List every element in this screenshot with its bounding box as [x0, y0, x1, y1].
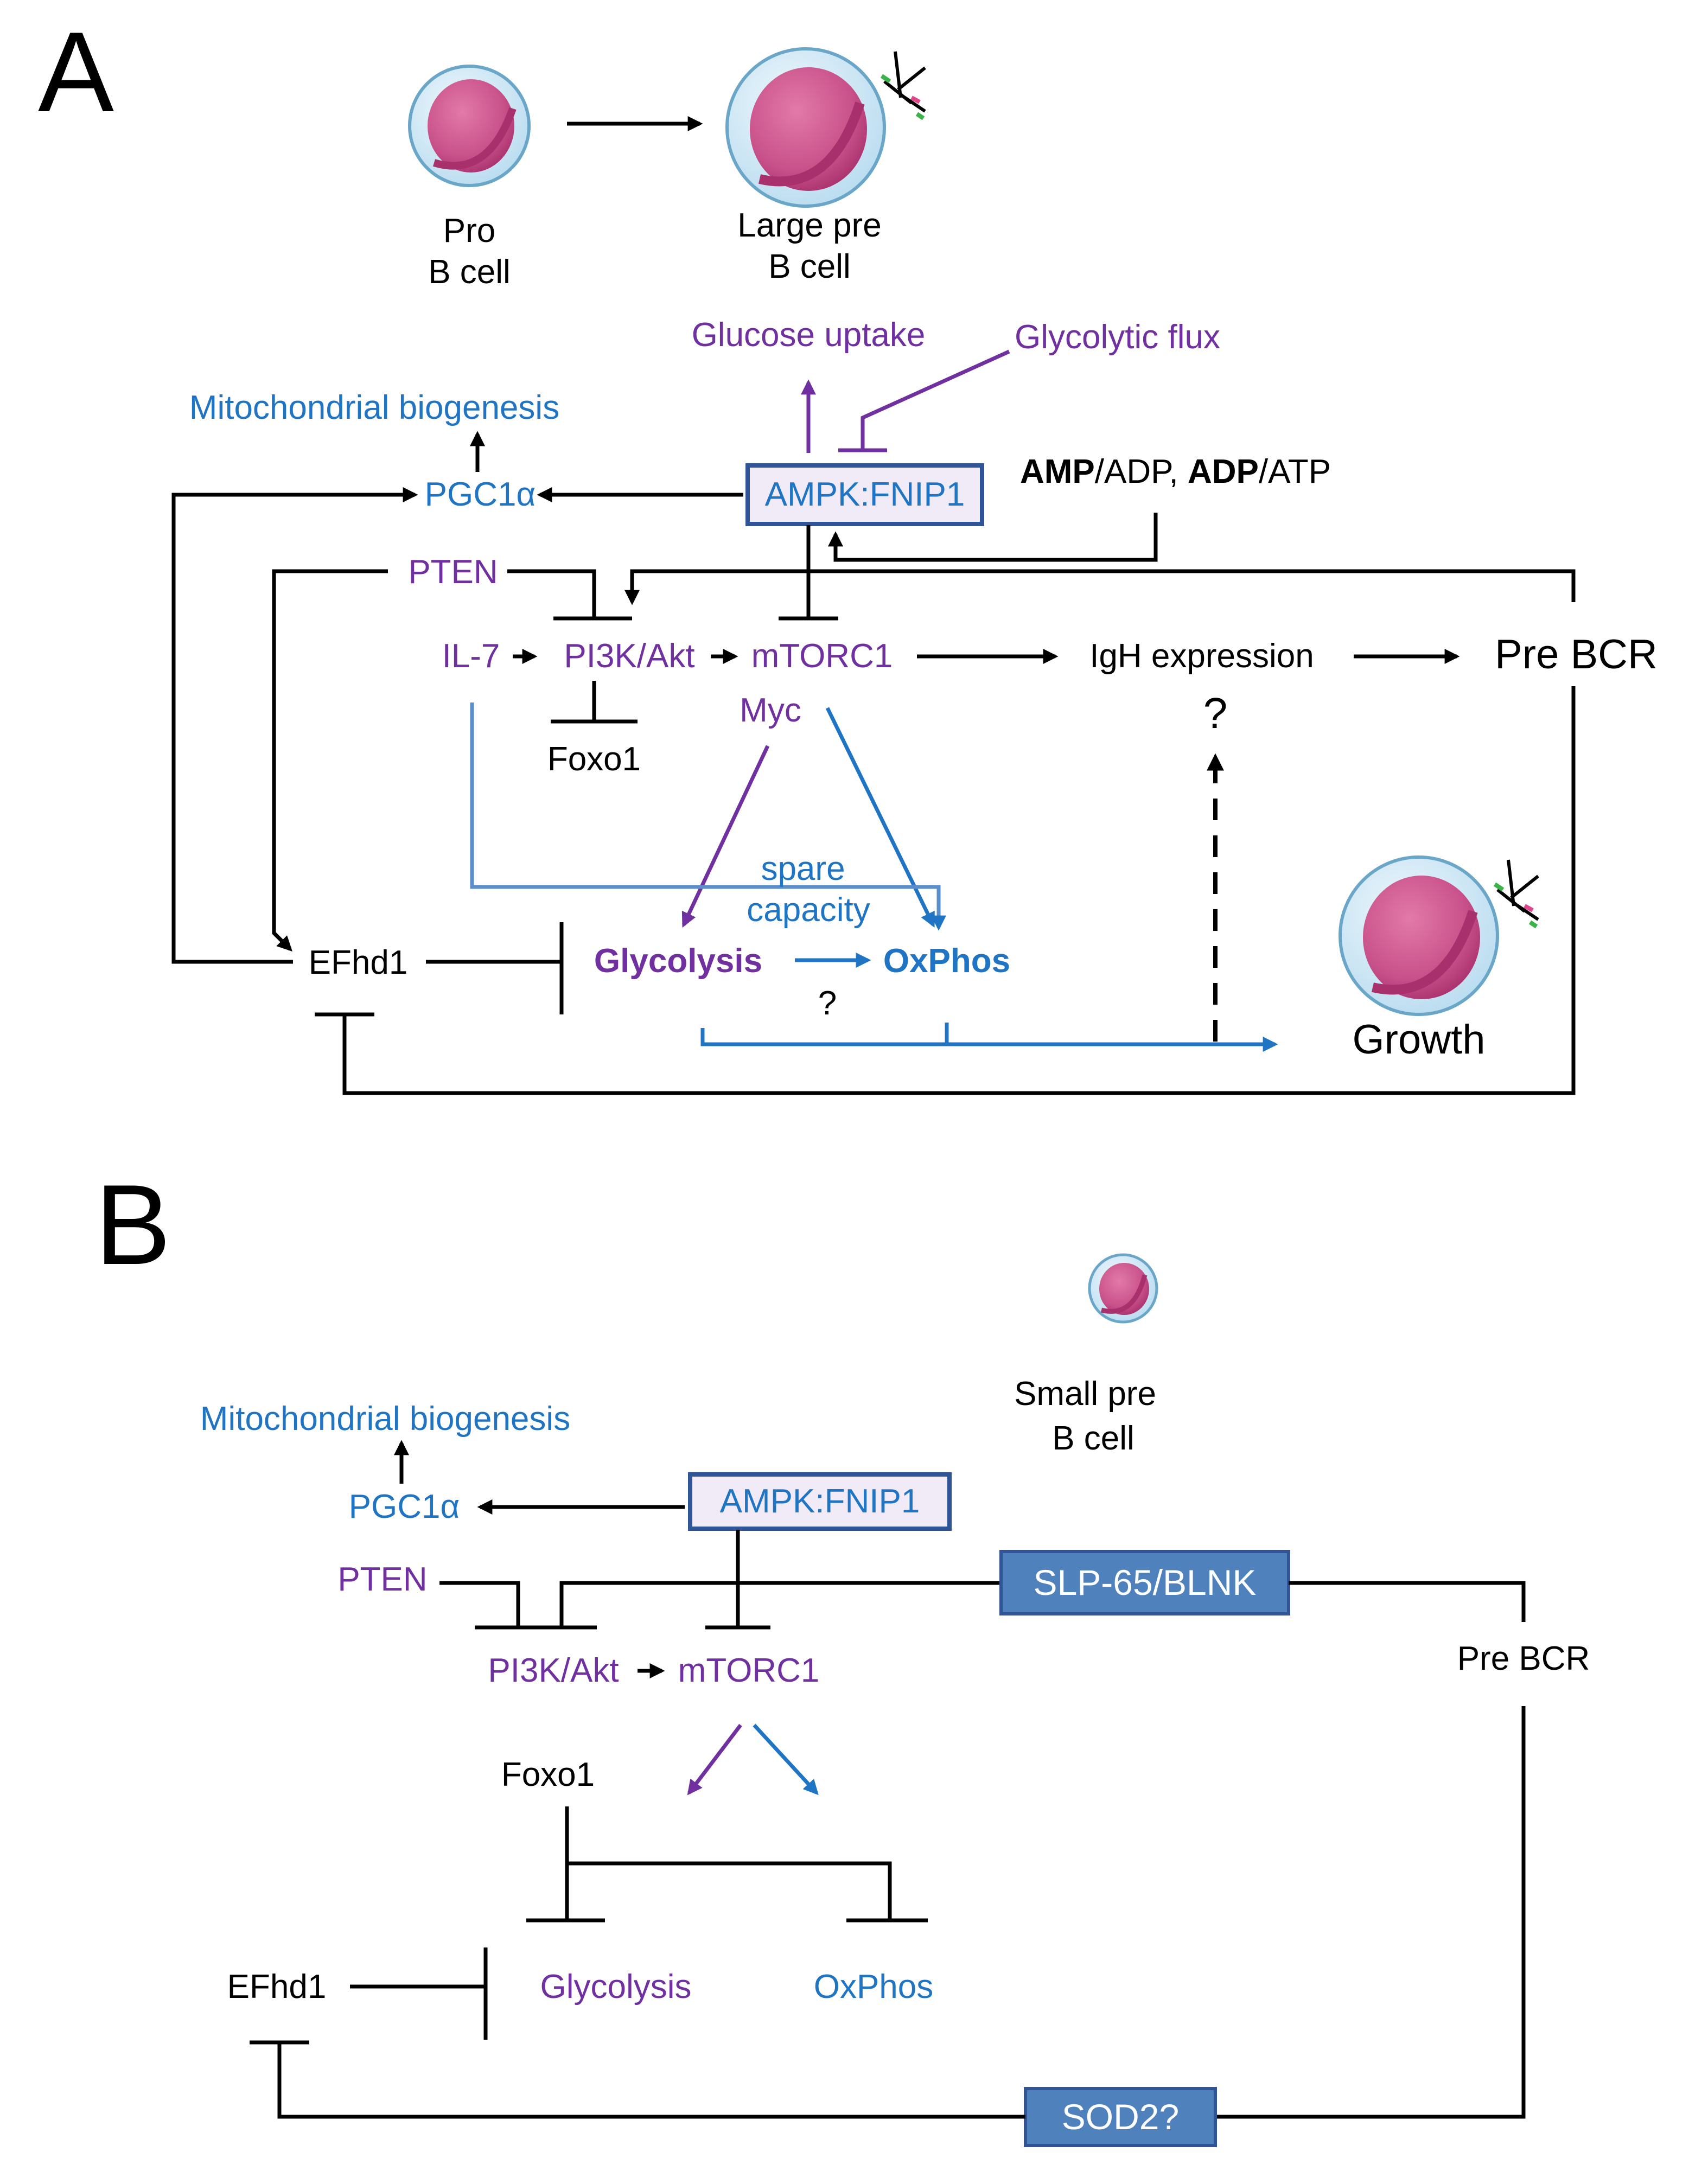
pre-bcr-inhibits-efhd1 — [342, 686, 1576, 1095]
pten-inhibits-pi3k — [507, 569, 596, 618]
pre-bcr-inhibits-efhd1 — [1215, 1706, 1526, 2119]
efhd1-label: EFhd1 — [309, 944, 408, 981]
panel-a-label: A — [38, 8, 114, 136]
large-pre-b-cell-label: Large pre — [737, 207, 881, 244]
metabolism-to-growth-arrow — [700, 1028, 1278, 1052]
glycolytic-flux-label: Glycolytic flux — [1015, 318, 1220, 356]
small-pre-b-cell-label: Small pre — [1014, 1375, 1156, 1413]
sod2-label: SOD2? — [1062, 2097, 1179, 2137]
il7-spare-capacity-arrow — [470, 703, 946, 931]
glucose-uptake-label: Glucose uptake — [692, 316, 926, 354]
pre-bcr-label: Pre BCR — [1457, 1640, 1590, 1677]
large-pre-b-cell-icon — [725, 47, 926, 208]
pten-label: PTEN — [337, 1561, 427, 1598]
mitochondrial-biogenesis-label: Mitochondrial biogenesis — [200, 1400, 570, 1438]
pre-bcr-to-slp65-line — [1289, 1581, 1526, 1622]
large-pre-b-cell-label: B cell — [768, 248, 851, 285]
mitochondrial-biogenesis-label: Mitochondrial biogenesis — [189, 389, 559, 426]
foxo1-label: Foxo1 — [501, 1756, 595, 1793]
pre-bcr-to-pi3k-arrow — [624, 569, 1576, 605]
glycolysis-label: Glycolysis — [594, 942, 762, 980]
amp-ratio-label: AMP/ADP, ADP/ATP — [1020, 453, 1331, 490]
slp65-blnk-box — [999, 1550, 1290, 1615]
sod2-inhibits-efhd1 — [277, 2042, 1025, 2119]
question-mark-igh: ? — [1203, 689, 1228, 737]
ampk-fnip1-label: AMPK:FNIP1 — [765, 476, 965, 513]
ampk-fnip1-label: AMPK:FNIP1 — [720, 1483, 920, 1520]
spare-capacity-label: capacity — [747, 891, 870, 929]
panel-b-label: B — [95, 1161, 171, 1288]
glycolysis-label: Glycolysis — [540, 1968, 691, 2006]
il7-label: IL-7 — [442, 637, 500, 675]
pten-label: PTEN — [408, 553, 498, 591]
pro-b-cell-icon — [408, 65, 531, 187]
spare-capacity-label: spare — [761, 850, 845, 887]
pgc1a-label: PGC1α — [425, 476, 536, 513]
pten-inhibits-pi3k — [439, 1581, 520, 1627]
myc-to-glycolysis-arrow — [681, 745, 770, 928]
oxphos-label: OxPhos — [814, 1968, 934, 2006]
sod2-box — [1024, 2087, 1217, 2147]
pi3k-akt-label: PI3K/Akt — [564, 637, 694, 675]
pi3k-akt-label: PI3K/Akt — [488, 1652, 619, 1689]
foxo1-inhibits-oxphos — [567, 1861, 892, 1920]
pro-b-cell-label: B cell — [428, 253, 511, 291]
mtorc1-label: mTORC1 — [678, 1652, 820, 1689]
myc-label: Myc — [740, 692, 801, 729]
igh-expression-label: IgH expression — [1089, 637, 1314, 675]
small-pre-b-cell-label: B cell — [1052, 1420, 1135, 1457]
question-mark-glycolysis: ? — [818, 985, 837, 1022]
efhd1-label: EFhd1 — [227, 1968, 327, 2006]
growth-label: Growth — [1353, 1017, 1486, 1063]
small-pre-b-cell-icon — [1088, 1253, 1158, 1324]
ampk-fnip1-box — [688, 1472, 952, 1531]
pro-b-cell-label: Pro — [443, 212, 495, 250]
efhd1-to-pgc1a-arrow — [171, 487, 418, 964]
foxo1-label: Foxo1 — [547, 740, 641, 778]
mtorc1-label: mTORC1 — [751, 637, 893, 675]
mtorc1-to-oxphos-arrow — [753, 1723, 819, 1796]
glycolytic-flux-inhibits-ampk — [861, 349, 1010, 450]
pten-to-efhd1-arrow — [272, 569, 388, 951]
slp65-blnk-label: SLP-65/BLNK — [1034, 1562, 1257, 1602]
pre-bcr-label: Pre BCR — [1495, 631, 1658, 678]
pgc1a-label: PGC1α — [349, 1488, 460, 1525]
mtorc1-to-glycolysis-arrow — [687, 1723, 742, 1796]
ampk-fnip1-box — [745, 463, 984, 526]
oxphos-label: OxPhos — [883, 942, 1010, 980]
slp65-inhibits-pi3k — [559, 1581, 1001, 1627]
amp-ratio-to-ampk-arrow — [828, 513, 1158, 562]
growth-cell-icon — [1339, 855, 1539, 1016]
